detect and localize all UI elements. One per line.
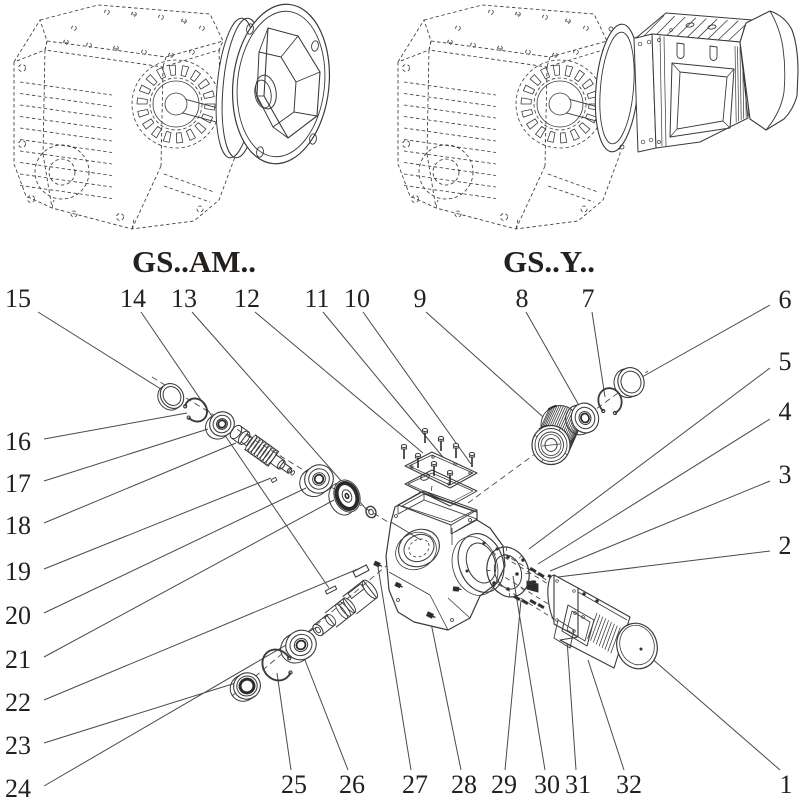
svg-text:32: 32	[616, 770, 642, 799]
svg-text:15: 15	[5, 284, 31, 313]
svg-text:7: 7	[582, 284, 595, 313]
svg-text:16: 16	[5, 427, 31, 456]
svg-text:10: 10	[344, 284, 370, 313]
svg-text:30: 30	[534, 770, 560, 799]
svg-text:26: 26	[339, 770, 365, 799]
svg-text:1: 1	[780, 770, 793, 799]
svg-text:GS..AM..: GS..AM..	[132, 244, 256, 279]
svg-text:4: 4	[779, 397, 792, 426]
svg-text:23: 23	[5, 731, 31, 760]
svg-text:19: 19	[5, 557, 31, 586]
svg-text:25: 25	[281, 770, 307, 799]
svg-text:5: 5	[779, 347, 792, 376]
svg-text:11: 11	[304, 284, 329, 313]
svg-text:20: 20	[5, 601, 31, 630]
svg-text:8: 8	[516, 284, 529, 313]
svg-text:6: 6	[779, 285, 792, 314]
svg-text:12: 12	[234, 284, 260, 313]
svg-text:21: 21	[5, 645, 31, 674]
svg-text:2: 2	[779, 531, 792, 560]
svg-text:18: 18	[5, 511, 31, 540]
svg-text:31: 31	[565, 770, 591, 799]
svg-text:29: 29	[491, 770, 517, 799]
svg-text:24: 24	[5, 774, 31, 800]
svg-text:28: 28	[451, 770, 477, 799]
svg-text:22: 22	[5, 688, 31, 717]
svg-text:GS..Y..: GS..Y..	[503, 244, 595, 279]
svg-text:9: 9	[414, 284, 427, 313]
svg-text:14: 14	[120, 284, 146, 313]
svg-text:3: 3	[779, 460, 792, 489]
svg-text:27: 27	[402, 770, 428, 799]
svg-text:13: 13	[171, 284, 197, 313]
svg-text:17: 17	[5, 469, 31, 498]
